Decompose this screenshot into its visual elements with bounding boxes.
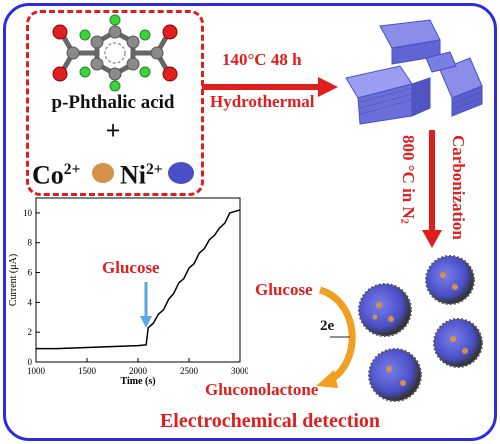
step1-condition: 140°C 48 h [222, 50, 302, 69]
x-tick-label: 1000 [27, 366, 46, 376]
current-series-line [36, 209, 241, 350]
reactant-box [26, 10, 204, 196]
co-ion-label: Co2+ [32, 160, 81, 190]
step2-process: Carbonization [449, 135, 468, 240]
y-tick-label: 8 [28, 238, 33, 248]
x-tick-label: 1500 [78, 366, 97, 376]
mof-crystals-illustration [345, 19, 483, 125]
x-tick-label: 2500 [180, 366, 199, 376]
outer-frame [3, 3, 497, 441]
step1-method: Hydrothermal [210, 92, 315, 111]
molecule-illustration [52, 14, 178, 92]
co-ion-icon [92, 163, 114, 183]
x-tick-label: 3000 [231, 366, 248, 376]
chart-annotation: Glucose [102, 258, 160, 277]
plot-frame [35, 197, 241, 363]
carbon-nanoparticles-illustration [358, 255, 483, 402]
plus-sign: + [105, 116, 121, 145]
step2-condition: 800 °C in N2 [398, 135, 418, 224]
oxidation-curved-arrow [316, 286, 356, 388]
y-tick-label: 4 [28, 297, 33, 307]
y-tick-label: 10 [23, 208, 33, 218]
reactant-name: p-Phthalic acid [51, 92, 175, 113]
reaction-electrons: 2e [320, 318, 335, 334]
y-axis-label: Current (μA) [8, 254, 19, 306]
y-tick-label: 0 [28, 357, 33, 367]
reaction-product: Gluconolactone [205, 380, 319, 399]
carbonization-arrow [422, 130, 442, 248]
bottom-label: Electrochemical detection [159, 410, 381, 432]
reaction-substrate: Glucose [255, 280, 313, 299]
y-tick-label: 6 [28, 268, 33, 278]
injection-arrow [140, 282, 152, 328]
x-tick-label: 2000 [129, 366, 148, 376]
ni-ion-label: Ni2+ [120, 160, 163, 190]
hydrothermal-arrow [202, 77, 338, 97]
y-tick-label: 2 [28, 327, 33, 337]
ni-ion-icon [168, 162, 194, 184]
x-axis-label: Time (s) [120, 376, 155, 387]
